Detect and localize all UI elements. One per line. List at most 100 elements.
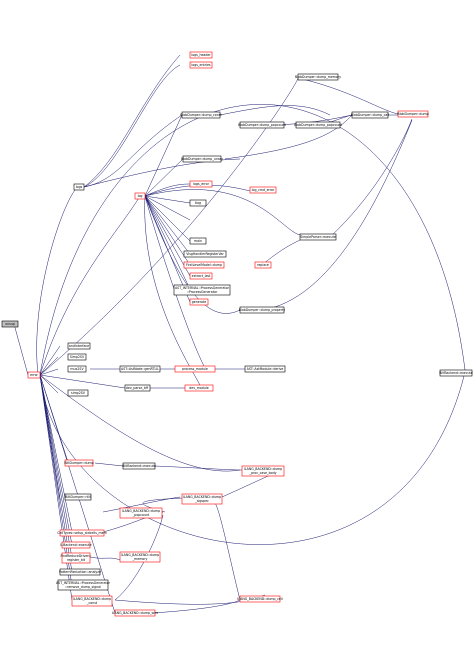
- node-simp2sv-label: simp2SV: [71, 391, 86, 395]
- node-bd-unary[interactable]: BlobDumper::dump_unary: [181, 155, 223, 163]
- node-ilang-memory[interactable]: ILANG_BACKEND::dump_memory: [119, 551, 161, 563]
- node-logs-entries-label: logs_entries: [191, 63, 211, 67]
- node-ilang-popcount[interactable]: ILANG_BACKEND::dump_popcount: [119, 507, 163, 519]
- node-ilback-exec[interactable]: ILBackend::execute: [60, 541, 92, 549]
- node-replace[interactable]: replace: [254, 261, 272, 269]
- node-bd-const-label: BlobDumper::dump_const: [180, 113, 222, 117]
- node-findreduce-label: FindReduceDriven::register_bit: [61, 554, 92, 562]
- node-logs[interactable]: logs: [73, 183, 85, 191]
- node-extract-label: extract_last: [192, 274, 211, 278]
- node-bd-rtlil-label: BlitDumper::rtlil: [65, 495, 91, 499]
- node-visreg[interactable]: VisgHandlerRegisterVar: [183, 250, 227, 258]
- node-bd-dump-2-label: BlitDumper::dump: [64, 461, 93, 465]
- node-ast-genrtlil-label: AST::AstNode::genRTLIL: [121, 367, 159, 371]
- node-logs-entries[interactable]: logs_entries: [189, 61, 213, 69]
- node-visreg-label: VisgHandlerRegisterVar: [186, 252, 224, 256]
- node-blifbackend-label: BlifBackend::execute: [439, 371, 473, 375]
- node-logs-header[interactable]: logs_header: [189, 51, 213, 59]
- node-ast-proc[interactable]: AST_INTERNAL::ProcessGenerator::remove_d…: [56, 579, 111, 591]
- node-ilang-prim[interactable]: ILANG_BACKEND::dump_proc_case_body: [241, 465, 285, 477]
- node-main[interactable]: main: [189, 237, 207, 245]
- node-logs-error[interactable]: logs_error: [189, 180, 213, 188]
- node-ilang-memory-label: ILANG_BACKEND::dump_memory: [121, 553, 159, 561]
- node-fwmod-label: FirstLevelModel::dump: [186, 263, 222, 267]
- node-sim2sv[interactable]: Simp2SV: [67, 353, 87, 361]
- node-ilang-cell[interactable]: ILANG_BACKEND::dump_cell: [237, 595, 283, 603]
- node-blitbackend-exec-label: BlitBackend::execute: [122, 464, 156, 468]
- node-generate[interactable]: generate: [189, 298, 209, 306]
- node-ilang-popcount-label: ILANG_BACKEND::dump_popcount: [122, 509, 160, 517]
- node-tlog-label: tlog: [195, 201, 201, 205]
- node-simpleparser[interactable]: SimpleParser::execute: [299, 233, 337, 241]
- node-log-label: log: [138, 194, 143, 198]
- node-simpleparser-label: SimpleParser::execute: [300, 235, 336, 239]
- node-bd-dump[interactable]: BlobDumper::dump: [397, 110, 429, 118]
- node-blifbackend[interactable]: BlifBackend::execute: [439, 369, 473, 377]
- node-bd-const[interactable]: BlobDumper::dump_const: [180, 111, 222, 119]
- node-generate-label: generate: [192, 300, 206, 304]
- node-mux2sv[interactable]: mux2SV: [67, 365, 87, 373]
- node-ast-genrtlil[interactable]: AST::AstNode::genRTLIL: [119, 365, 161, 373]
- node-bd-dump-2[interactable]: BlitDumper::dump: [64, 459, 94, 467]
- node-patternreduce-label: PatternReduction::analyze: [59, 570, 101, 574]
- node-ilang-const[interactable]: ILANG_BACKEND::dump_const: [71, 595, 113, 607]
- node-dev-module-label: dev_module: [189, 386, 208, 390]
- node-ast-derive-label: AST::AstModule::derive: [247, 367, 284, 371]
- node-bd-popcount-label: BlobDumper::dump_popcount: [238, 123, 287, 127]
- node-logs-error-label: logs_error: [193, 182, 210, 186]
- node-bd-memory-label: BlobDumper::dump_memory: [295, 75, 341, 79]
- node-bd-call-label: BlobDumper::dump_call: [351, 113, 389, 117]
- node-bd-popcount-2[interactable]: BlobDumper::dump_popcount: [294, 121, 343, 129]
- node-ast-derive[interactable]: AST::AstModule::derive: [244, 365, 286, 373]
- node-extract[interactable]: extract_last: [189, 272, 213, 280]
- node-ast-internal[interactable]: AST_INTERNAL::ProcessGenerator::ProcessG…: [173, 284, 231, 296]
- node-ilang-cell-label: ILANG_BACKEND::dump_cell: [237, 597, 282, 601]
- node-ilang-sigspec[interactable]: ILANG_BACKEND::dump_sigspec: [181, 493, 223, 505]
- node-log-cmd-error-label: log_cmd_error: [252, 188, 275, 192]
- node-bd-rtlil[interactable]: BlitDumper::rtlil: [64, 493, 92, 501]
- node-ilang-wire-label: ILANG_BACKEND::dump_wire: [112, 611, 159, 615]
- node-celltypes[interactable]: CellTypes::setup_stdcells_mem: [57, 529, 107, 537]
- node-bd-popcount-2-label: BlobDumper::dump_popcount: [294, 123, 343, 127]
- node-patternreduce[interactable]: PatternReduction::analyze: [59, 568, 101, 576]
- node-log[interactable]: log: [134, 192, 146, 200]
- node-bd-property[interactable]: BlobDumper::dump_property: [239, 306, 286, 314]
- node-andinterface-label: andInterface: [69, 344, 89, 348]
- node-mux2sv-label: mux2SV: [70, 367, 84, 371]
- node-simp2sv[interactable]: simp2SV: [67, 389, 89, 397]
- node-bd-unary-label: BlobDumper::dump_unary: [181, 157, 223, 161]
- node-andinterface[interactable]: andInterface: [67, 342, 91, 350]
- node-blitbackend-exec[interactable]: BlitBackend::execute: [122, 462, 156, 470]
- node-error[interactable]: error: [27, 371, 41, 379]
- node-ilang-const-label: ILANG_BACKEND::dump_const: [73, 597, 111, 605]
- node-bd-popcount[interactable]: BlobDumper::dump_popcount: [238, 121, 287, 129]
- node-dev-parse-label: dev_parse_bff: [126, 386, 149, 390]
- node-bd-memory[interactable]: BlobDumper::dump_memory: [295, 73, 341, 81]
- node-ilang-wire[interactable]: ILANG_BACKEND::dump_wire: [112, 609, 159, 617]
- node-log-cmd-error[interactable]: log_cmd_error: [249, 186, 277, 194]
- node-bd-dump-label: BlobDumper::dump: [397, 112, 428, 116]
- node-unsup: unsup: [1, 320, 19, 328]
- node-logs-label: logs: [76, 185, 83, 189]
- node-unsup-label: unsup: [5, 322, 15, 326]
- node-main-label: main: [194, 239, 202, 243]
- node-dev-parse[interactable]: dev_parse_bff: [124, 384, 151, 392]
- node-ast-internal-label: AST_INTERNAL::ProcessGenerator::ProcessG…: [175, 286, 230, 294]
- node-fwmod[interactable]: FirstLevelModel::dump: [183, 261, 225, 269]
- node-process-module[interactable]: process_module: [174, 365, 216, 373]
- node-error-label: error: [30, 373, 38, 377]
- node-ilback-exec-label: ILBackend::execute: [60, 543, 91, 547]
- node-bd-property-label: BlobDumper::dump_property: [239, 308, 286, 312]
- node-ilang-prim-label: ILANG_BACKEND::dump_proc_case_body: [244, 467, 282, 475]
- node-replace-label: replace: [257, 263, 269, 267]
- node-dev-module[interactable]: dev_module: [184, 384, 214, 392]
- node-sim2sv-label: Simp2SV: [70, 355, 85, 359]
- node-findreduce[interactable]: FindReduceDriven::register_bit: [61, 552, 92, 564]
- node-process-module-label: process_module: [182, 367, 208, 371]
- node-tlog[interactable]: tlog: [189, 199, 207, 207]
- edges: [13, 54, 466, 614]
- node-bd-call[interactable]: BlobDumper::dump_call: [351, 111, 389, 119]
- node-celltypes-label: CellTypes::setup_stdcells_mem: [57, 531, 106, 535]
- node-ast-proc-label: AST_INTERNAL::ProcessGenerator::remove_d…: [56, 581, 111, 589]
